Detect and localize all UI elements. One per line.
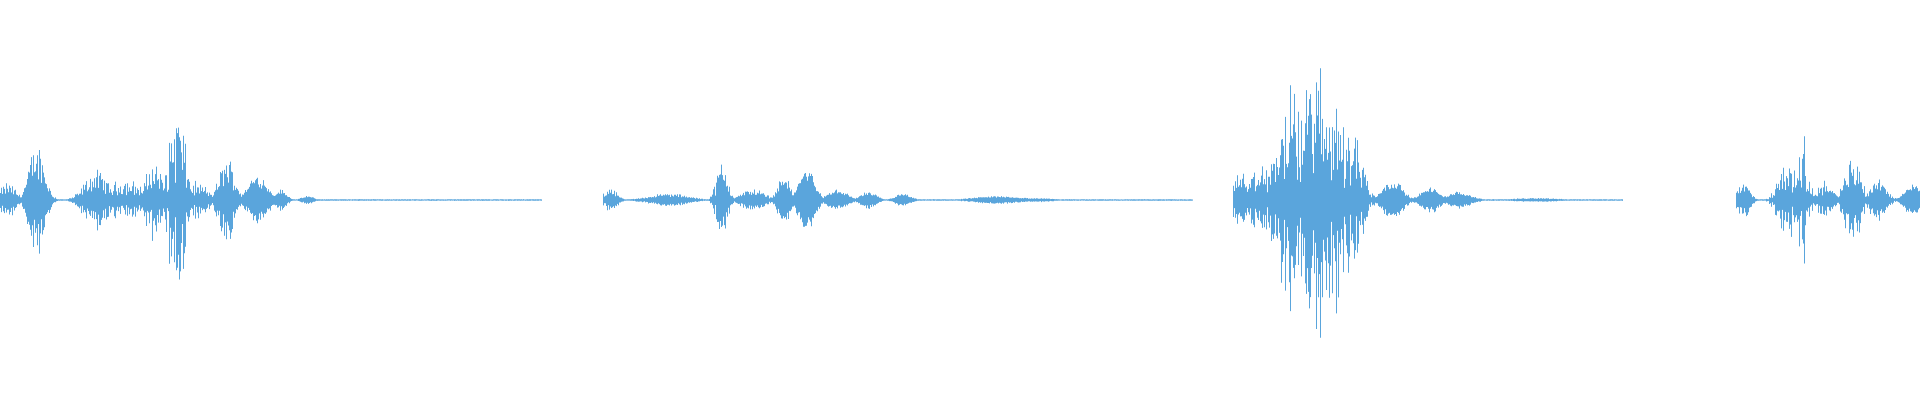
waveform-segment — [603, 164, 1193, 229]
waveform-segment — [1233, 68, 1623, 338]
waveform-segments — [0, 68, 1920, 338]
waveform-segment — [0, 127, 542, 280]
